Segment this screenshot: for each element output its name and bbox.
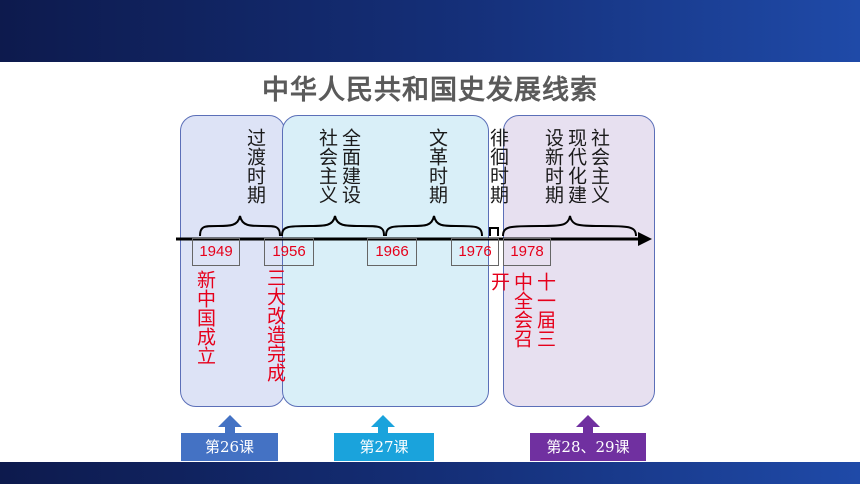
brace-full-construction [281,215,385,237]
arrow-stem [378,426,388,434]
arrow-up-icon [576,415,600,427]
arrow-up-icon [371,415,395,427]
panel-construction [282,115,489,407]
period-cultural-revolution-label: 文革时期 [426,128,448,204]
period-full-construction-label: 全面建设社会主义 [316,128,361,204]
year-1978: 1978 [503,238,551,266]
year-1966: 1966 [367,238,417,266]
lesson-26-button[interactable]: 第26课 [181,433,278,461]
event-third-plenum: 十一届三中全会召开 [488,272,556,348]
panel-modernization [503,115,655,407]
brace-hesitation [489,227,499,236]
lesson-28-29-button[interactable]: 第28、29课 [530,433,646,461]
footer-band [0,462,860,484]
brace-modernization [502,215,637,237]
arrow-up-icon [218,415,242,427]
brace-cultural-revolution [385,215,483,237]
lesson-27-button[interactable]: 第27课 [334,433,434,461]
page-title: 中华人民共和国史发展线索 [262,75,598,106]
event-three-reforms: 三大改造完成 [264,268,286,382]
brace-transition [199,215,281,237]
period-transition-label: 过渡时期 [244,128,266,204]
period-modernization-label: 社会主义现代化建设新时期 [542,128,610,204]
year-1956: 1956 [264,238,314,266]
header-band [0,0,860,62]
period-hesitation-label: 徘徊时期 [487,128,509,204]
timeline-arrowhead [638,232,652,246]
year-1976: 1976 [451,238,499,266]
arrow-stem [225,426,235,434]
event-founding: 新中国成立 [194,270,216,365]
year-1949: 1949 [192,238,240,266]
arrow-stem [583,426,593,434]
